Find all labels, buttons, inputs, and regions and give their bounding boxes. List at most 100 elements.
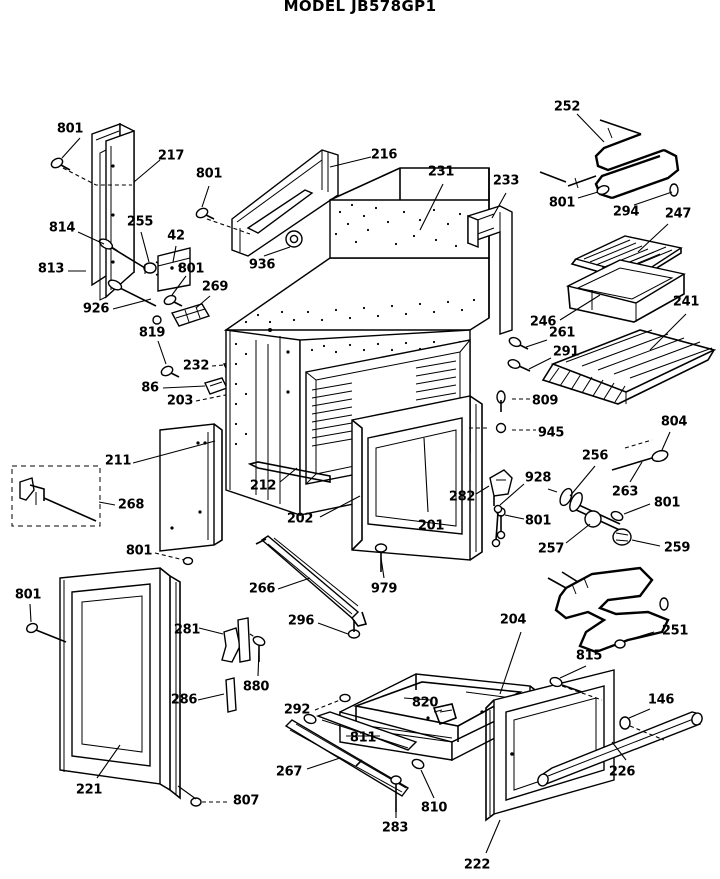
callout-201: 201 [417, 518, 445, 534]
leader-label-804 [661, 431, 671, 451]
leader-label-217 [133, 159, 161, 183]
leader-815-aux [561, 685, 603, 701]
part-820-insert [432, 703, 457, 726]
leader-label-815 [559, 665, 587, 679]
part-814-rod [98, 238, 151, 272]
leader-label-801-216 [201, 185, 210, 208]
callout-146: 146 [647, 692, 675, 708]
part-804-pin [611, 449, 669, 471]
callout-880: 880 [242, 679, 270, 695]
callout-926: 926 [82, 301, 110, 317]
callout-801-b: 801 [195, 166, 223, 182]
leader-label-880 [257, 649, 260, 677]
callout-42: 42 [167, 228, 185, 244]
part-801-screw-shaft [610, 510, 624, 522]
callout-801-c: 801 [548, 195, 576, 211]
callout-809: 809 [531, 393, 559, 409]
callout-267: 267 [275, 764, 303, 780]
callout-801-h: 801 [14, 587, 42, 603]
callout-86: 86 [141, 380, 159, 396]
callout-282: 282 [448, 489, 476, 505]
part-801-screw-216 [195, 207, 215, 220]
callout-819: 819 [138, 325, 166, 341]
leader-801-216-target [206, 218, 251, 235]
leader-label-268 [98, 501, 116, 506]
part-813-rod [107, 279, 157, 307]
leader-label-241 [649, 313, 687, 351]
leader-label-251 [627, 631, 655, 641]
leader-label-257 [565, 523, 591, 544]
leader-label-204 [499, 631, 522, 695]
leader-label-259 [631, 539, 661, 547]
part-212-frame [247, 461, 331, 483]
callout-212: 212 [249, 478, 277, 494]
part-811-rail [303, 711, 418, 751]
callout-222: 222 [463, 857, 491, 873]
part-926-pin [152, 315, 162, 325]
leader-label-801-282 [504, 514, 525, 520]
callout-259: 259 [663, 540, 691, 556]
leader-label-928 [499, 483, 525, 506]
part-286-pin [225, 677, 237, 713]
callout-251: 251 [661, 623, 689, 639]
callout-261: 261 [548, 325, 576, 341]
callout-232: 232 [182, 358, 210, 374]
callout-269: 269 [201, 279, 229, 295]
leader-label-246 [559, 294, 601, 321]
callout-801-d: 801 [177, 261, 205, 277]
callout-810: 810 [420, 800, 448, 816]
callout-811: 811 [349, 730, 377, 746]
leader-label-814 [77, 231, 105, 245]
leader-label-221 [96, 744, 121, 779]
leader-label-226 [611, 741, 627, 761]
leader-label-247 [637, 223, 669, 253]
part-292-screw [339, 693, 351, 703]
leader-label-211 [132, 440, 216, 464]
callout-247: 247 [664, 206, 692, 222]
leader-label-281 [198, 627, 224, 635]
callout-292: 292 [283, 702, 311, 718]
callout-257: 257 [537, 541, 565, 557]
part-936-grommet [285, 230, 303, 248]
callout-294: 294 [612, 204, 640, 220]
part-810-screw [411, 758, 425, 770]
leader-label-252 [576, 113, 605, 143]
leader-label-291 [528, 357, 552, 370]
part-801-screw-upper-left [50, 157, 71, 171]
leader-label-212 [279, 467, 298, 483]
callout-202: 202 [286, 511, 314, 527]
part-201-oven-door [351, 395, 483, 561]
callout-217: 217 [157, 148, 185, 164]
leader-label-233 [491, 192, 507, 219]
part-801-screw-269 [163, 294, 183, 307]
part-815-screw [549, 676, 583, 693]
leader-label-801-221 [29, 603, 32, 623]
leader-label-801-a [61, 137, 81, 159]
callout-216: 216 [370, 147, 398, 163]
callout-801-e: 801 [653, 495, 681, 511]
leader-146-aux [629, 725, 665, 741]
part-282-hinge [489, 469, 513, 506]
callout-211: 211 [104, 453, 132, 469]
part-266-rail [255, 535, 368, 627]
callout-268: 268 [117, 497, 145, 513]
callout-203: 203 [166, 393, 194, 409]
callout-801-g: 801 [125, 543, 153, 559]
callout-266: 266 [248, 581, 276, 597]
callout-252: 252 [553, 99, 581, 115]
leader-label-819 [157, 340, 167, 365]
callout-241-a: 241 [672, 294, 700, 310]
leader-880-aux [249, 633, 257, 639]
leader-label-255 [140, 231, 150, 263]
part-252-broil-element [539, 119, 680, 200]
leader-label-263 [629, 461, 643, 483]
callout-815: 815 [575, 648, 603, 664]
part-251-bake-element [547, 566, 670, 654]
part-259-cap [612, 528, 632, 546]
part-261-screw [508, 336, 529, 350]
leader-label-86 [162, 385, 206, 389]
part-296-screw [347, 620, 361, 639]
callout-291: 291 [552, 344, 580, 360]
leader-label-261 [525, 339, 548, 348]
